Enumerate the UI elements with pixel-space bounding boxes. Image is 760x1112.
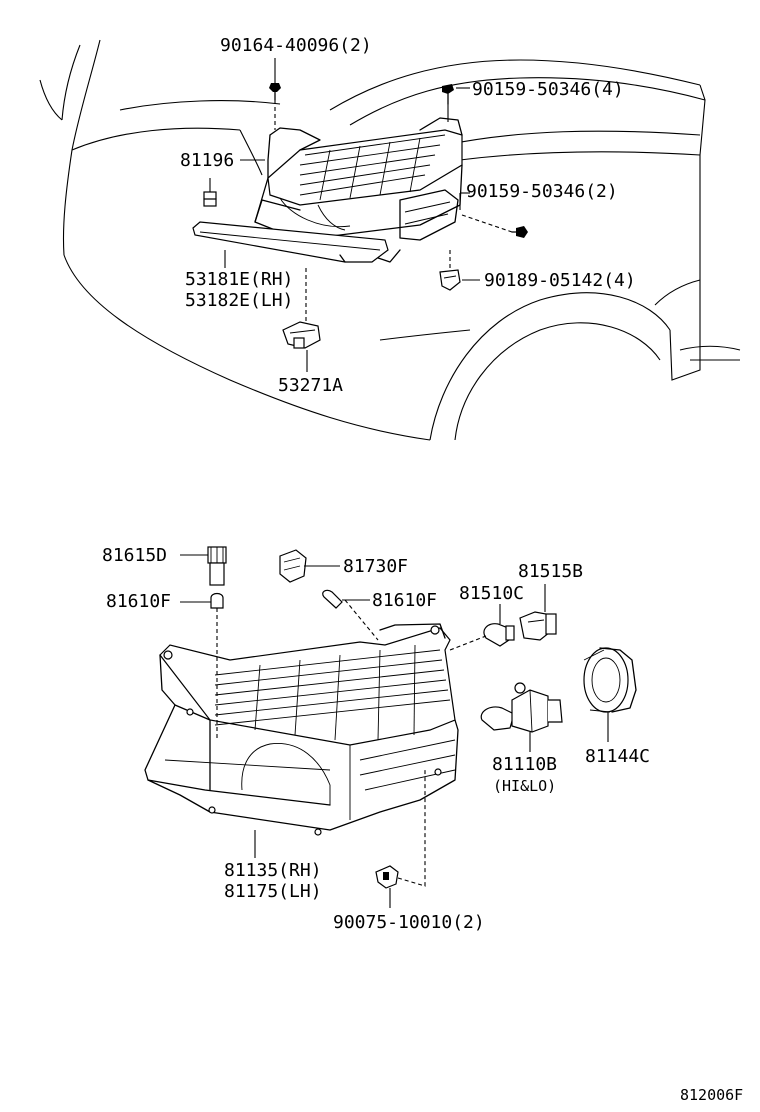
bulb-81610F-right (322, 589, 343, 609)
screw-90159-50346-4 (442, 84, 454, 105)
socket-81615D (207, 546, 227, 586)
label-81615D: 81615D (102, 545, 167, 566)
label-53271A: 53271A (278, 375, 343, 396)
label-81610F-right: 81610F (372, 590, 437, 611)
bulb-81510C (483, 623, 515, 647)
socket-81730F (279, 549, 307, 583)
label-90075-10010: 90075-10010(2) (333, 912, 485, 933)
label-90164-40096: 90164-40096(2) (220, 35, 372, 56)
headlamp-assembly-exploded (144, 623, 459, 836)
clip-90075-10010 (375, 865, 399, 889)
diagram-code: 812006F (680, 1086, 743, 1104)
label-81110B-note: (HI&LO) (493, 777, 556, 795)
label-53181E: 53181E(RH) (185, 269, 293, 290)
label-81110B: 81110B (492, 754, 557, 775)
trim-molding-53181E (192, 221, 389, 263)
vehicle-body-outline (39, 39, 741, 441)
label-90189-05142: 90189-05142(4) (484, 270, 636, 291)
top-leader-lines (209, 58, 513, 372)
label-90159-50346-2: 90159-50346(2) (466, 181, 618, 202)
label-81175: 81175(LH) (224, 881, 322, 902)
label-90159-50346-4: 90159-50346(4) (472, 79, 624, 100)
label-81510C: 81510C (459, 583, 524, 604)
socket-81515B (519, 611, 557, 641)
label-81144C: 81144C (585, 746, 650, 767)
label-81196: 81196 (180, 150, 234, 171)
bottom-leader-lines (180, 554, 609, 908)
clip-81196 (203, 191, 217, 207)
bracket-53271A (282, 321, 321, 349)
label-81135: 81135(RH) (224, 860, 322, 881)
label-81515B: 81515B (518, 561, 583, 582)
label-81610F-left: 81610F (106, 591, 171, 612)
clip-90189-05142 (439, 269, 461, 291)
bulb-81110B (480, 682, 563, 733)
label-81730F: 81730F (343, 556, 408, 577)
label-53182E: 53182E(LH) (185, 290, 293, 311)
screw-90159-50346-2 (511, 226, 528, 238)
part-number-labels: 90164-40096(2) 90159-50346(4) 81196 9015… (102, 35, 743, 1104)
bulb-81610F-left (210, 592, 224, 609)
cover-81144C (583, 647, 637, 713)
bolt-90164-40096 (269, 83, 281, 101)
